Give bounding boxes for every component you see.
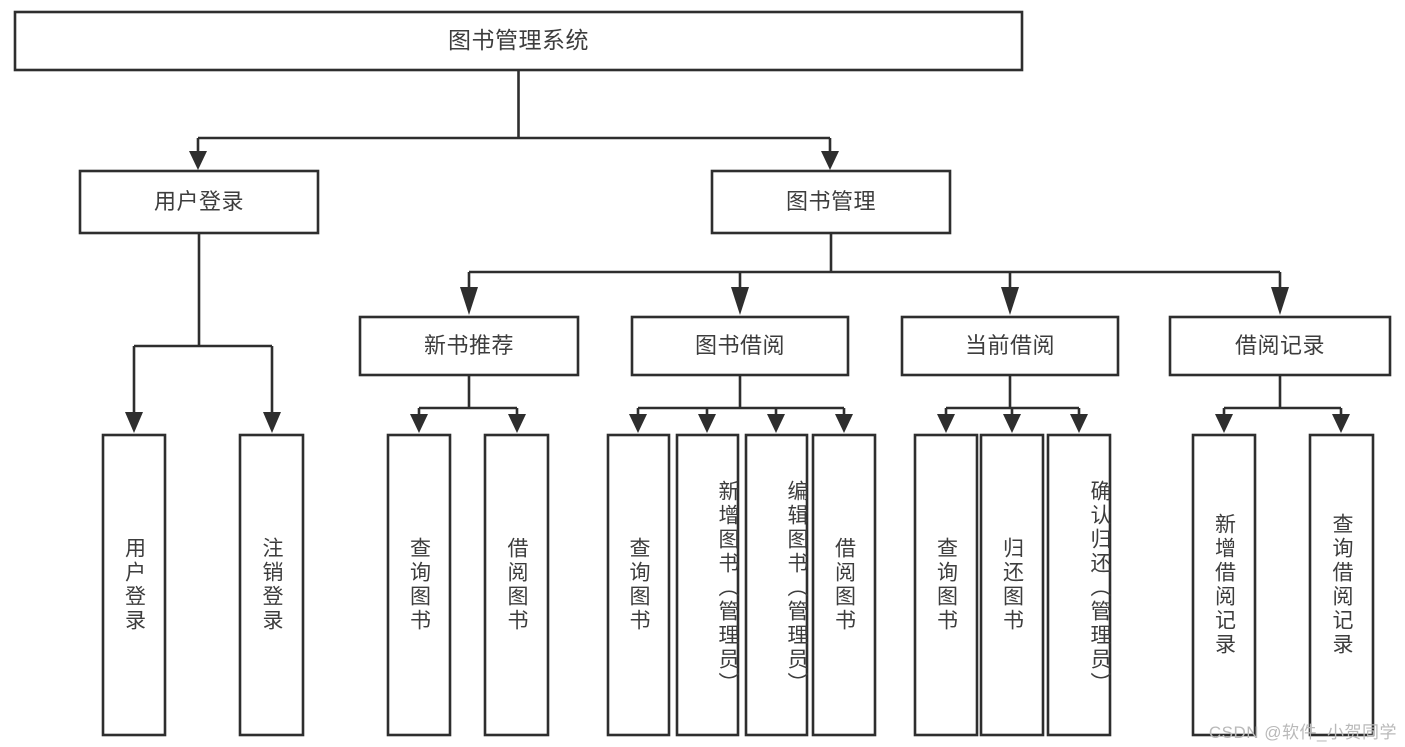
node-leaf-query-book-borrowing[interactable] xyxy=(606,433,671,737)
node-leaf-return-book[interactable] xyxy=(979,433,1045,737)
csdn-watermark: CSDN @软件_小贺同学 xyxy=(1208,723,1397,742)
connector-book-borrow-to-leaves xyxy=(629,375,853,433)
node-borrowing-record[interactable] xyxy=(1168,315,1392,377)
node-user-login[interactable] xyxy=(78,169,320,235)
connector-root-to-level1 xyxy=(189,70,839,170)
node-leaf-add-book-admin[interactable] xyxy=(675,433,740,737)
node-book-management[interactable] xyxy=(710,169,952,235)
connector-user-login-to-leaves xyxy=(125,233,281,433)
node-book-borrowing[interactable] xyxy=(630,315,850,377)
node-leaf-query-book-recommend[interactable] xyxy=(386,433,452,737)
node-leaf-add-borrow-record[interactable] xyxy=(1191,433,1257,737)
node-leaf-borrow-book-recommend[interactable] xyxy=(483,433,550,737)
connector-current-borrow-to-leaves xyxy=(937,375,1088,433)
connector-new-book-rec-to-leaves xyxy=(410,375,526,433)
connector-borrow-record-to-leaves xyxy=(1215,375,1350,433)
connector-book-management-to-level2 xyxy=(460,233,1289,315)
node-leaf-query-book-current[interactable] xyxy=(913,433,979,737)
node-current-borrowing[interactable] xyxy=(900,315,1120,377)
node-leaf-edit-book-admin[interactable] xyxy=(744,433,809,737)
node-leaf-logout[interactable] xyxy=(238,433,305,737)
node-leaf-borrow-book[interactable] xyxy=(811,433,877,737)
node-leaf-query-borrow-record[interactable] xyxy=(1308,433,1375,737)
node-root-book-management-system[interactable] xyxy=(13,10,1024,72)
node-leaf-user-login[interactable] xyxy=(101,433,167,737)
node-new-book-recommendation[interactable] xyxy=(358,315,580,377)
node-leaf-confirm-return-admin[interactable] xyxy=(1046,433,1112,737)
